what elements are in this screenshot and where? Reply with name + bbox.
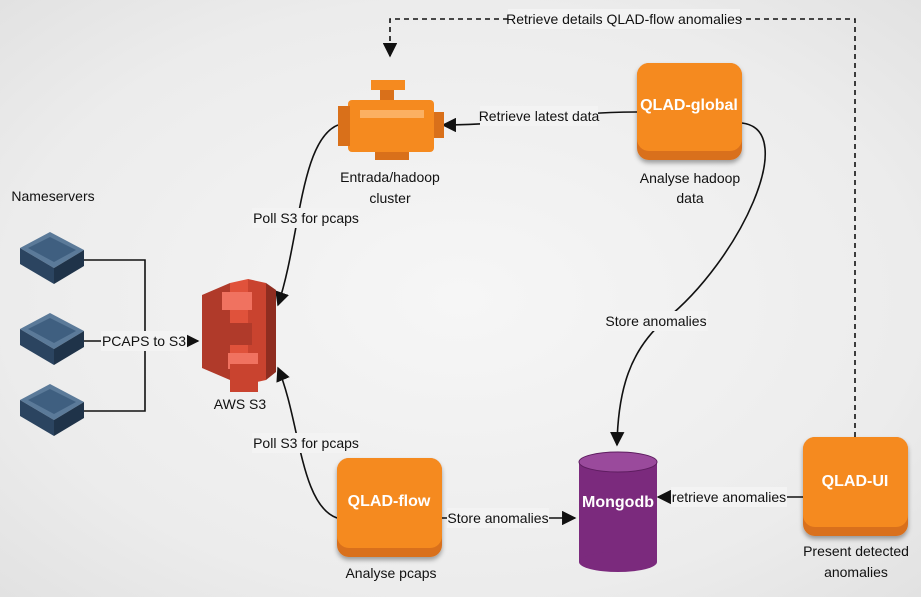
qlad-global-title: QLAD-global xyxy=(640,97,738,114)
server-icon xyxy=(20,313,84,365)
hadoop-label-line2: cluster xyxy=(369,190,411,206)
edge-label-pcaps-to-s3: PCAPS to S3 xyxy=(102,333,186,349)
qlad-flow-title: QLAD-flow xyxy=(348,493,431,510)
database-icon: Mongodb xyxy=(578,451,658,572)
qlad-global-box: QLAD-global xyxy=(637,63,742,160)
server-icon xyxy=(20,232,84,284)
edge-label-store-anomalies-flow: Store anomalies xyxy=(447,510,548,526)
qlad-flow-label: Analyse pcaps xyxy=(345,565,436,581)
edge-pcaps-to-s3: PCAPS to S3 xyxy=(84,259,200,412)
qlad-ui-label-line2: anomalies xyxy=(824,564,888,580)
edge-retrieve-latest: Retrieve latest data xyxy=(441,106,638,133)
edge-retrieve-anomalies: retrieve anomalies xyxy=(656,487,803,507)
edge-label-poll-s3-bottom: Poll S3 for pcaps xyxy=(253,435,359,451)
edge-poll-s3-top: Poll S3 for pcaps xyxy=(252,124,360,307)
qlad-global-label-line2: data xyxy=(676,190,703,206)
edge-label-retrieve-anomalies: retrieve anomalies xyxy=(672,489,786,505)
edge-store-anomalies-global: Store anomalies xyxy=(604,122,767,447)
aws-s3-label: AWS S3 xyxy=(214,396,267,412)
mongodb-title: Mongodb xyxy=(582,494,654,511)
edge-label-retrieve-latest: Retrieve latest data xyxy=(479,108,600,124)
edge-label-retrieve-details: Retrieve details QLAD-flow anomalies xyxy=(506,11,742,27)
edge-retrieve-details: Retrieve details QLAD-flow anomalies xyxy=(382,9,856,437)
server-icon xyxy=(20,384,84,436)
qlad-ui-title: QLAD-UI xyxy=(822,473,889,490)
edge-label-store-anomalies-global: Store anomalies xyxy=(605,313,706,329)
qlad-ui-label-line1: Present detected xyxy=(803,543,909,559)
nameservers-label: Nameservers xyxy=(11,188,94,204)
qlad-ui-box: QLAD-UI xyxy=(803,437,908,536)
engine-icon xyxy=(338,80,444,160)
hadoop-label-line1: Entrada/hadoop xyxy=(340,169,440,185)
aws-s3-icon xyxy=(202,279,276,392)
edge-store-anomalies-flow: Store anomalies xyxy=(442,508,577,528)
qlad-global-label-line1: Analyse hadoop xyxy=(640,170,741,186)
edge-label-poll-s3-top: Poll S3 for pcaps xyxy=(253,210,359,226)
qlad-flow-box: QLAD-flow xyxy=(337,458,442,557)
edge-poll-s3-bottom: Poll S3 for pcaps xyxy=(252,366,360,519)
